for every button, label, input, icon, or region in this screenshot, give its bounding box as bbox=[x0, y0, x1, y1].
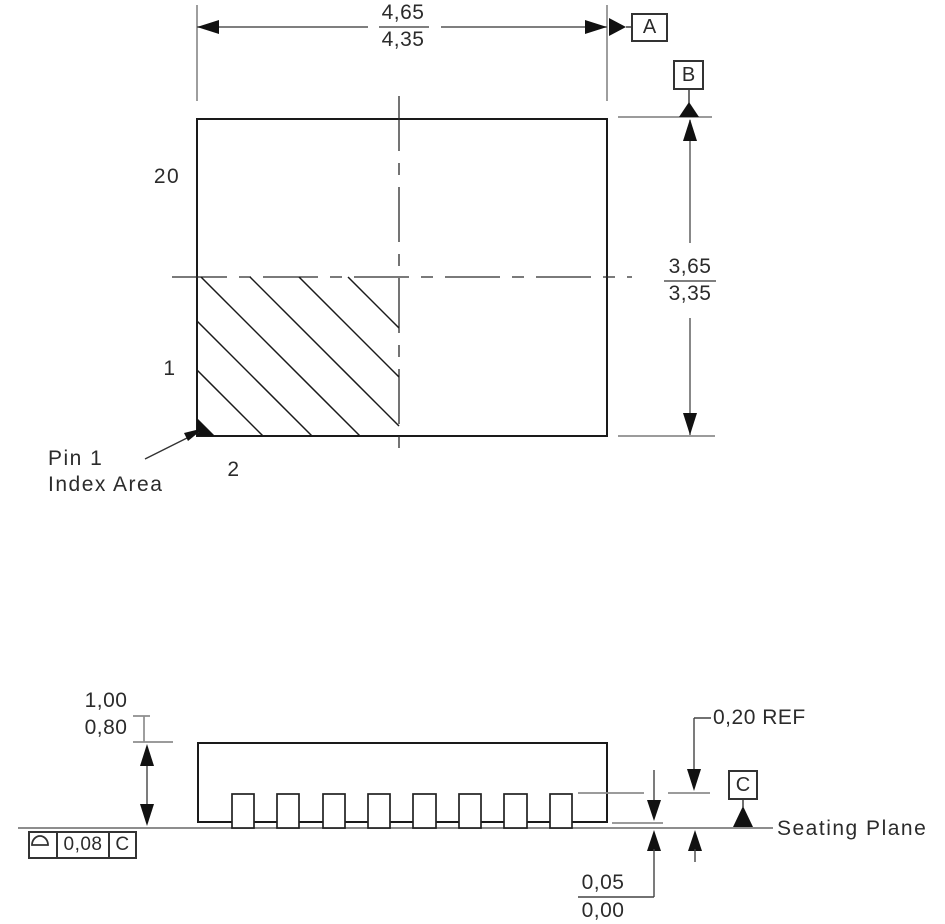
flatness-tolerance: 0,08 bbox=[56, 833, 108, 857]
surface-profile-icon bbox=[30, 833, 56, 857]
standoff-dimension bbox=[578, 770, 663, 898]
datum-b-box: B bbox=[673, 60, 704, 90]
height-dimension bbox=[618, 90, 716, 437]
top-view bbox=[144, 5, 716, 460]
datum-c-marker bbox=[733, 800, 753, 827]
pin1-quadrant-hatch bbox=[196, 276, 400, 437]
seating-plane-label: Seating Plane bbox=[777, 817, 928, 840]
body-height-min: 0,80 bbox=[84, 716, 128, 739]
datum-c-box: C bbox=[728, 770, 758, 800]
height-dim-min: 3,35 bbox=[668, 282, 712, 305]
height-dim-max: 3,65 bbox=[668, 255, 712, 278]
pin1-label: 1 bbox=[163, 357, 177, 380]
datum-c-label: C bbox=[735, 773, 751, 796]
pin1-index-marker bbox=[144, 419, 214, 460]
width-dim-max: 4,65 bbox=[381, 1, 425, 24]
datum-a-box: A bbox=[631, 13, 668, 42]
center-lines bbox=[172, 96, 632, 457]
standoff-max: 0,05 bbox=[581, 871, 625, 894]
datum-a-triangle bbox=[609, 18, 626, 36]
standoff-min: 0,00 bbox=[581, 899, 625, 922]
width-dim-min: 4,35 bbox=[381, 28, 425, 51]
flatness-datum-ref: C bbox=[108, 833, 135, 857]
width-dimension bbox=[196, 5, 631, 101]
lead-thickness-ref-label: 0,20 REF bbox=[713, 706, 806, 729]
side-body-outline bbox=[197, 742, 608, 823]
datum-b-triangle bbox=[679, 102, 699, 117]
body-height-dimension bbox=[133, 715, 173, 826]
datum-b-label: B bbox=[681, 63, 696, 86]
datum-c-triangle bbox=[733, 806, 753, 827]
pin1-note-line2: Index Area bbox=[48, 473, 164, 496]
lead-thickness-dimension bbox=[578, 717, 711, 862]
body-height-max: 1,00 bbox=[84, 689, 128, 712]
terminal-leads bbox=[231, 793, 573, 829]
flatness-control-frame: 0,08 C bbox=[28, 831, 137, 859]
pin1-note-line1: Pin 1 bbox=[48, 447, 104, 470]
pin20-label: 20 bbox=[153, 165, 181, 188]
datum-a-label: A bbox=[642, 16, 657, 38]
side-view bbox=[18, 715, 773, 898]
pin2-label: 2 bbox=[227, 458, 241, 481]
